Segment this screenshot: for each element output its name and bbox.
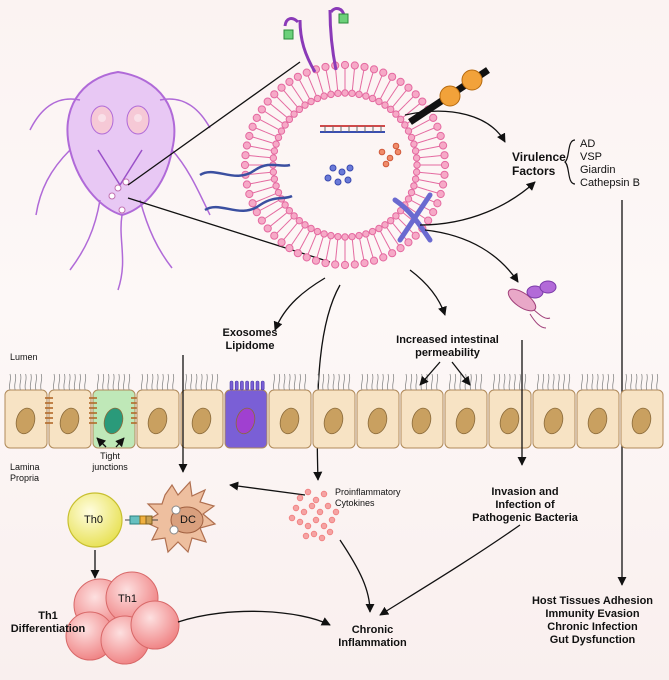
invasion-label: Invasion and Infection of Pathogenic Bac… — [472, 486, 578, 524]
th0-label: Th0 — [84, 514, 103, 526]
pathogenic-bacteria — [507, 280, 557, 329]
outcome-host-tissues-adhesion: Host Tissues Adhesion — [531, 595, 654, 607]
zoom-line-top — [127, 61, 301, 186]
giardia-trophozoite — [29, 70, 211, 291]
chronic-inflammation-label: Chronic Inflammation — [338, 624, 407, 649]
proinflammatory-label: Proinflammatory Cytokines — [335, 487, 401, 508]
arrow-cytokines-to-dc — [229, 481, 306, 496]
extracellular-vesicle — [240, 60, 450, 270]
virulence-factor-vsp: VSP — [580, 151, 603, 163]
lamina-propria-label: Lamina Propria — [10, 462, 40, 483]
permeability-label: Increased intestinal permeability — [396, 334, 499, 359]
intestinal-epithelium — [4, 373, 664, 449]
vesicle-cargo — [199, 125, 433, 243]
surface-glycoproteins — [283, 7, 490, 125]
virulence-bracket — [564, 139, 576, 185]
outcome-gut-dysfunction: Gut Dysfunction — [549, 634, 636, 646]
tcr-mhc-interaction — [125, 515, 158, 525]
proinflammatory-cytokines — [288, 488, 340, 542]
th0-cell — [67, 492, 123, 548]
exosomes-label: Exosomes Lipidome — [222, 327, 278, 352]
virulence-factor-giardin: Giardin — [580, 164, 616, 176]
virulence-factor-ad: AD — [580, 138, 596, 150]
th1-differentiation-label: Th1 Differentiation — [10, 610, 86, 635]
outcome-immunity-evasion: Immunity Evasion — [545, 608, 640, 620]
inflammation-arrows — [177, 524, 521, 626]
virulence-factors-label: Virulence Factors — [512, 150, 566, 178]
th1-cell-cluster — [65, 571, 180, 665]
virulence-factor-cathepsin-b: Cathepsin B — [580, 177, 640, 189]
dc-label: DC — [180, 514, 196, 526]
permeability-arrows — [96, 340, 527, 473]
lumen-label: Lumen — [10, 352, 38, 362]
tight-junctions-label: Tight junctions — [92, 451, 128, 472]
outcome-chronic-infection: Chronic Infection — [547, 621, 638, 633]
th1-label: Th1 — [118, 593, 137, 605]
